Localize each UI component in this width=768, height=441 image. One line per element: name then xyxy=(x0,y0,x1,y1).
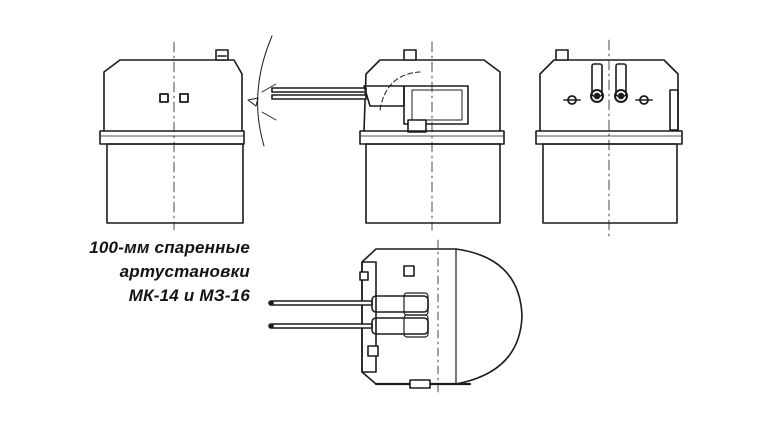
caption-line-2: артустановки xyxy=(119,262,250,281)
top-view-gun-upper-barrel xyxy=(272,301,372,305)
front-view-base-ring xyxy=(100,131,244,144)
top-view-gun-lower-barrel xyxy=(272,324,372,328)
side-view-gun-lower xyxy=(272,95,366,99)
top-view-recoil-lower xyxy=(404,315,428,337)
top-view xyxy=(269,240,522,396)
side-view-trunnion-arc xyxy=(380,72,420,110)
side-view xyxy=(248,36,504,230)
top-view-gun-lower-breech xyxy=(372,318,428,334)
front-view-turret-shield xyxy=(104,60,242,131)
rear-view xyxy=(536,40,682,236)
rear-view-pedestal xyxy=(543,144,677,223)
top-view-fitting-corner xyxy=(360,272,368,280)
side-view-angle-mark xyxy=(248,98,258,106)
side-view-pedestal xyxy=(366,144,500,223)
side-view-gun-upper xyxy=(272,88,366,92)
top-view-fitting-bottom xyxy=(368,346,378,356)
top-view-turret-outline xyxy=(362,249,522,384)
top-view-fitting-top xyxy=(404,266,414,276)
front-view xyxy=(100,42,244,230)
top-view-gun-upper-breech xyxy=(372,296,428,312)
rear-view-grab-rail xyxy=(670,90,678,130)
rear-view-top-fitting xyxy=(556,50,568,60)
top-view-base-block xyxy=(410,380,430,388)
side-view-gun-cradle xyxy=(364,86,404,106)
side-view-sight-hood xyxy=(404,50,416,60)
top-view-front-plate xyxy=(362,262,376,372)
caption-line-1: 100-мм спаренные xyxy=(89,238,250,257)
front-view-port-right xyxy=(180,94,188,102)
rear-view-breech-left xyxy=(591,90,603,102)
caption-line-3: МК-14 и МЗ-16 xyxy=(128,286,250,305)
front-view-port-left xyxy=(160,94,168,102)
side-view-embrasure xyxy=(404,86,468,124)
front-view-pedestal xyxy=(107,144,243,223)
front-view-hatch-bolt xyxy=(216,50,228,60)
side-view-elevation-arc xyxy=(258,36,272,146)
side-view-turret-shield xyxy=(364,60,500,131)
side-view-cradle-block xyxy=(408,120,426,132)
rear-view-breech-right xyxy=(615,90,627,102)
figure-caption: 100-мм спаренные артустановки МК-14 и МЗ… xyxy=(28,236,250,308)
